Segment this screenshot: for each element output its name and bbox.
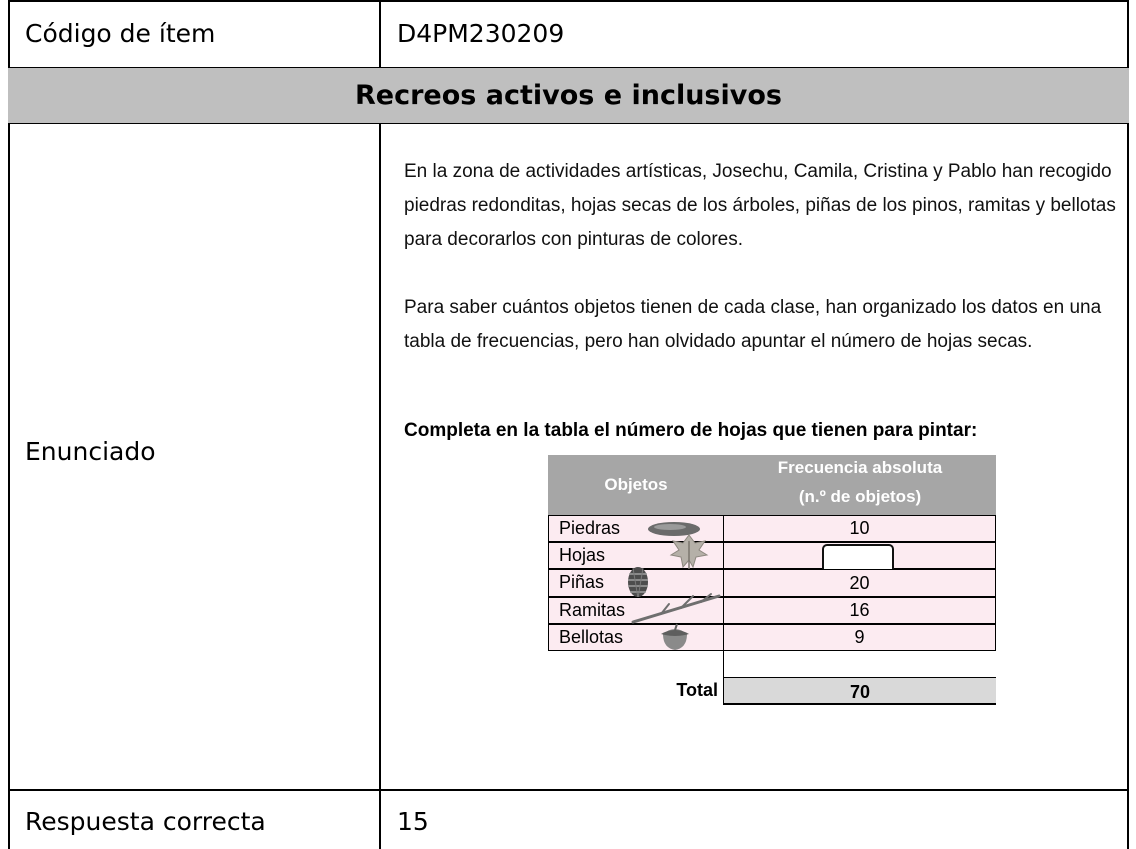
answer-value: 15 [397, 807, 429, 836]
answer-label: Respuesta correcta [25, 807, 266, 836]
frequency-cell: 20 [724, 569, 996, 597]
leaf-icon [669, 534, 709, 569]
table-row: Hojas [548, 534, 996, 577]
statement-instruction: Completa en la tabla el número de hojas … [404, 420, 978, 441]
frequency-table: Objetos Frecuencia absoluta (n.º de obje… [548, 455, 996, 732]
object-cell: Bellotas [548, 623, 724, 651]
row-divider [8, 789, 1129, 791]
object-cell: Piedras [548, 515, 724, 542]
total-value: 70 [724, 677, 996, 705]
total-label: Total [676, 680, 718, 700]
table-border-top [8, 0, 1129, 2]
column-divider [379, 0, 381, 68]
item-code-value: D4PM230209 [397, 19, 565, 48]
frequency-cell: 16 [724, 597, 996, 624]
frequency-cell: 9 [724, 624, 996, 651]
title-band [8, 68, 1129, 123]
item-title: Recreos activos e inclusivos [355, 80, 782, 111]
frequency-cell: 10 [724, 515, 996, 542]
table-border-left [8, 0, 10, 849]
statement-paragraph-2: Para saber cuántos objetos tienen de cad… [404, 297, 1102, 352]
pinecone-icon [628, 567, 648, 599]
table-row: Piñas 20 [548, 567, 996, 599]
acorn-icon [661, 623, 689, 650]
total-divider [723, 651, 724, 705]
object-name: Ramitas [559, 600, 626, 620]
statement-label: Enunciado [25, 437, 156, 466]
object-cell: Piñas [548, 567, 724, 599]
item-code-label: Código de ítem [25, 19, 216, 48]
column-divider [379, 122, 381, 849]
header-objects: Objetos [548, 455, 724, 515]
header-frequency-line1: Frecuencia absoluta [777, 458, 943, 477]
frequency-cell [724, 542, 996, 577]
header-frequency-line2: (n.º de objetos) [798, 487, 922, 506]
table-row: Piedras 10 [548, 515, 996, 542]
object-cell: Ramitas [548, 593, 724, 624]
object-cell: Hojas [548, 534, 724, 569]
row-divider [8, 122, 1129, 124]
stone-icon [648, 522, 700, 536]
table-row: Bellotas 9 [548, 623, 996, 651]
object-name: Bellotas [559, 627, 624, 647]
table-border-right [1127, 0, 1129, 849]
statement-paragraph-1: En la zona de actividades artísticas, Jo… [404, 161, 1116, 250]
object-name: Piñas [559, 572, 605, 592]
object-name: Hojas [559, 545, 606, 565]
table-row: Ramitas 16 [548, 593, 996, 624]
object-name: Piedras [559, 518, 621, 538]
item-sheet: Código de ítem D4PM230209 Recreos activo… [8, 0, 1129, 849]
header-frequency: Frecuencia absoluta (n.º de objetos) [724, 455, 996, 515]
twig-icon [631, 593, 721, 624]
